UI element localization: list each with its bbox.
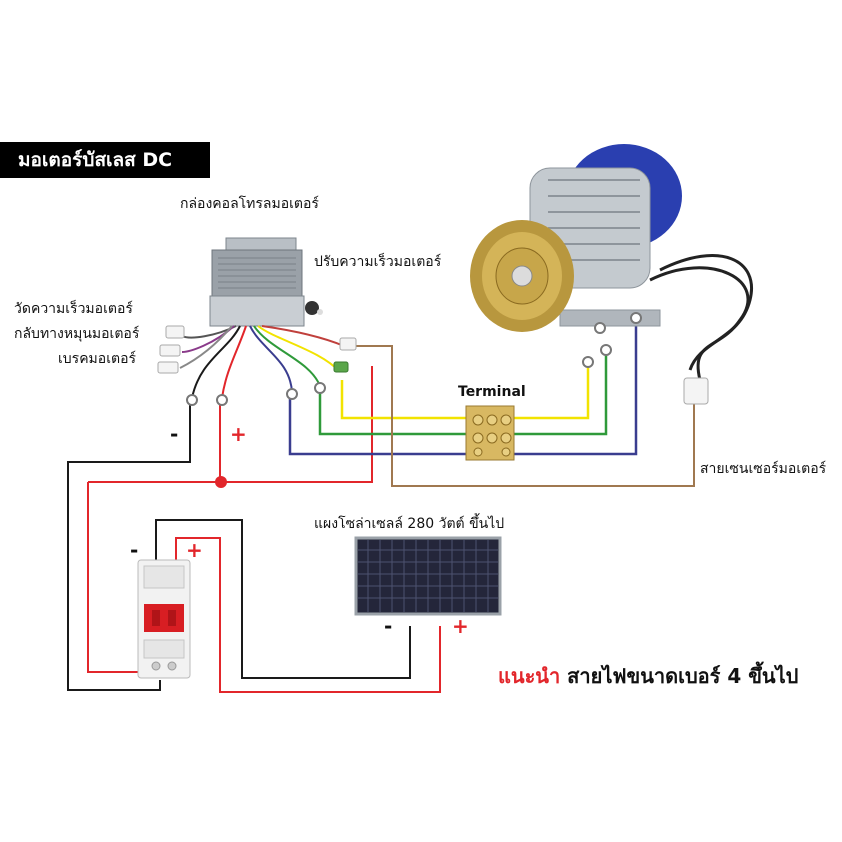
breaker-negative-sign: - [130,538,139,562]
label-speed-measure: วัดความเร็วมอเตอร์ [14,301,133,317]
wire-controller-negative [67,402,191,691]
recommendation-text: สายไฟขนาดเบอร์ 4 ขึ้นไป [560,664,799,688]
breaker-positive-sign: + [186,538,203,562]
label-sensor-cable: สายเซนเซอร์มอเตอร์ [700,461,827,477]
wire-breaker-positive-to-panel [175,537,441,693]
diagram-title: มอเตอร์บัสเลส DC [0,142,210,178]
circuit-breaker [137,559,191,679]
label-brake: เบรคมอเตอร์ [58,351,136,367]
recommendation-highlight: แนะนำ [498,664,561,688]
label-speed-adjust: ปรับความเร็วมอเตอร์ [314,254,442,270]
label-solar-panel: แผงโซล่าเซลล์ 280 วัตต์ ขึ้นไป [314,516,505,532]
wire-phase-green [318,350,608,436]
label-reverse: กลับทางหมุนมอเตอร์ [14,326,140,342]
motor [470,144,753,405]
controller-positive-sign: + [230,422,247,446]
recommendation-note: แนะนำ สายไฟขนาดเบอร์ 4 ขึ้นไป [498,660,798,692]
wire-phase-blue [288,318,638,456]
wire-phase-yellow [340,362,590,420]
wire-positive-bus [88,366,373,483]
junction-dot [215,476,227,488]
panel-positive-sign: + [452,614,469,638]
wire-sensor [350,345,695,487]
wire-breaker-negative-to-panel [155,519,411,679]
wire-positive-to-breaker [87,482,150,673]
controller-box [209,237,323,327]
label-controller-box: กล่องคอลโทรลมอเตอร์ [180,196,319,212]
controller-negative-sign: - [170,422,179,446]
label-terminal: Terminal [458,384,526,400]
terminal-block [465,405,515,461]
panel-negative-sign: - [384,614,393,638]
solar-panel [354,536,502,616]
